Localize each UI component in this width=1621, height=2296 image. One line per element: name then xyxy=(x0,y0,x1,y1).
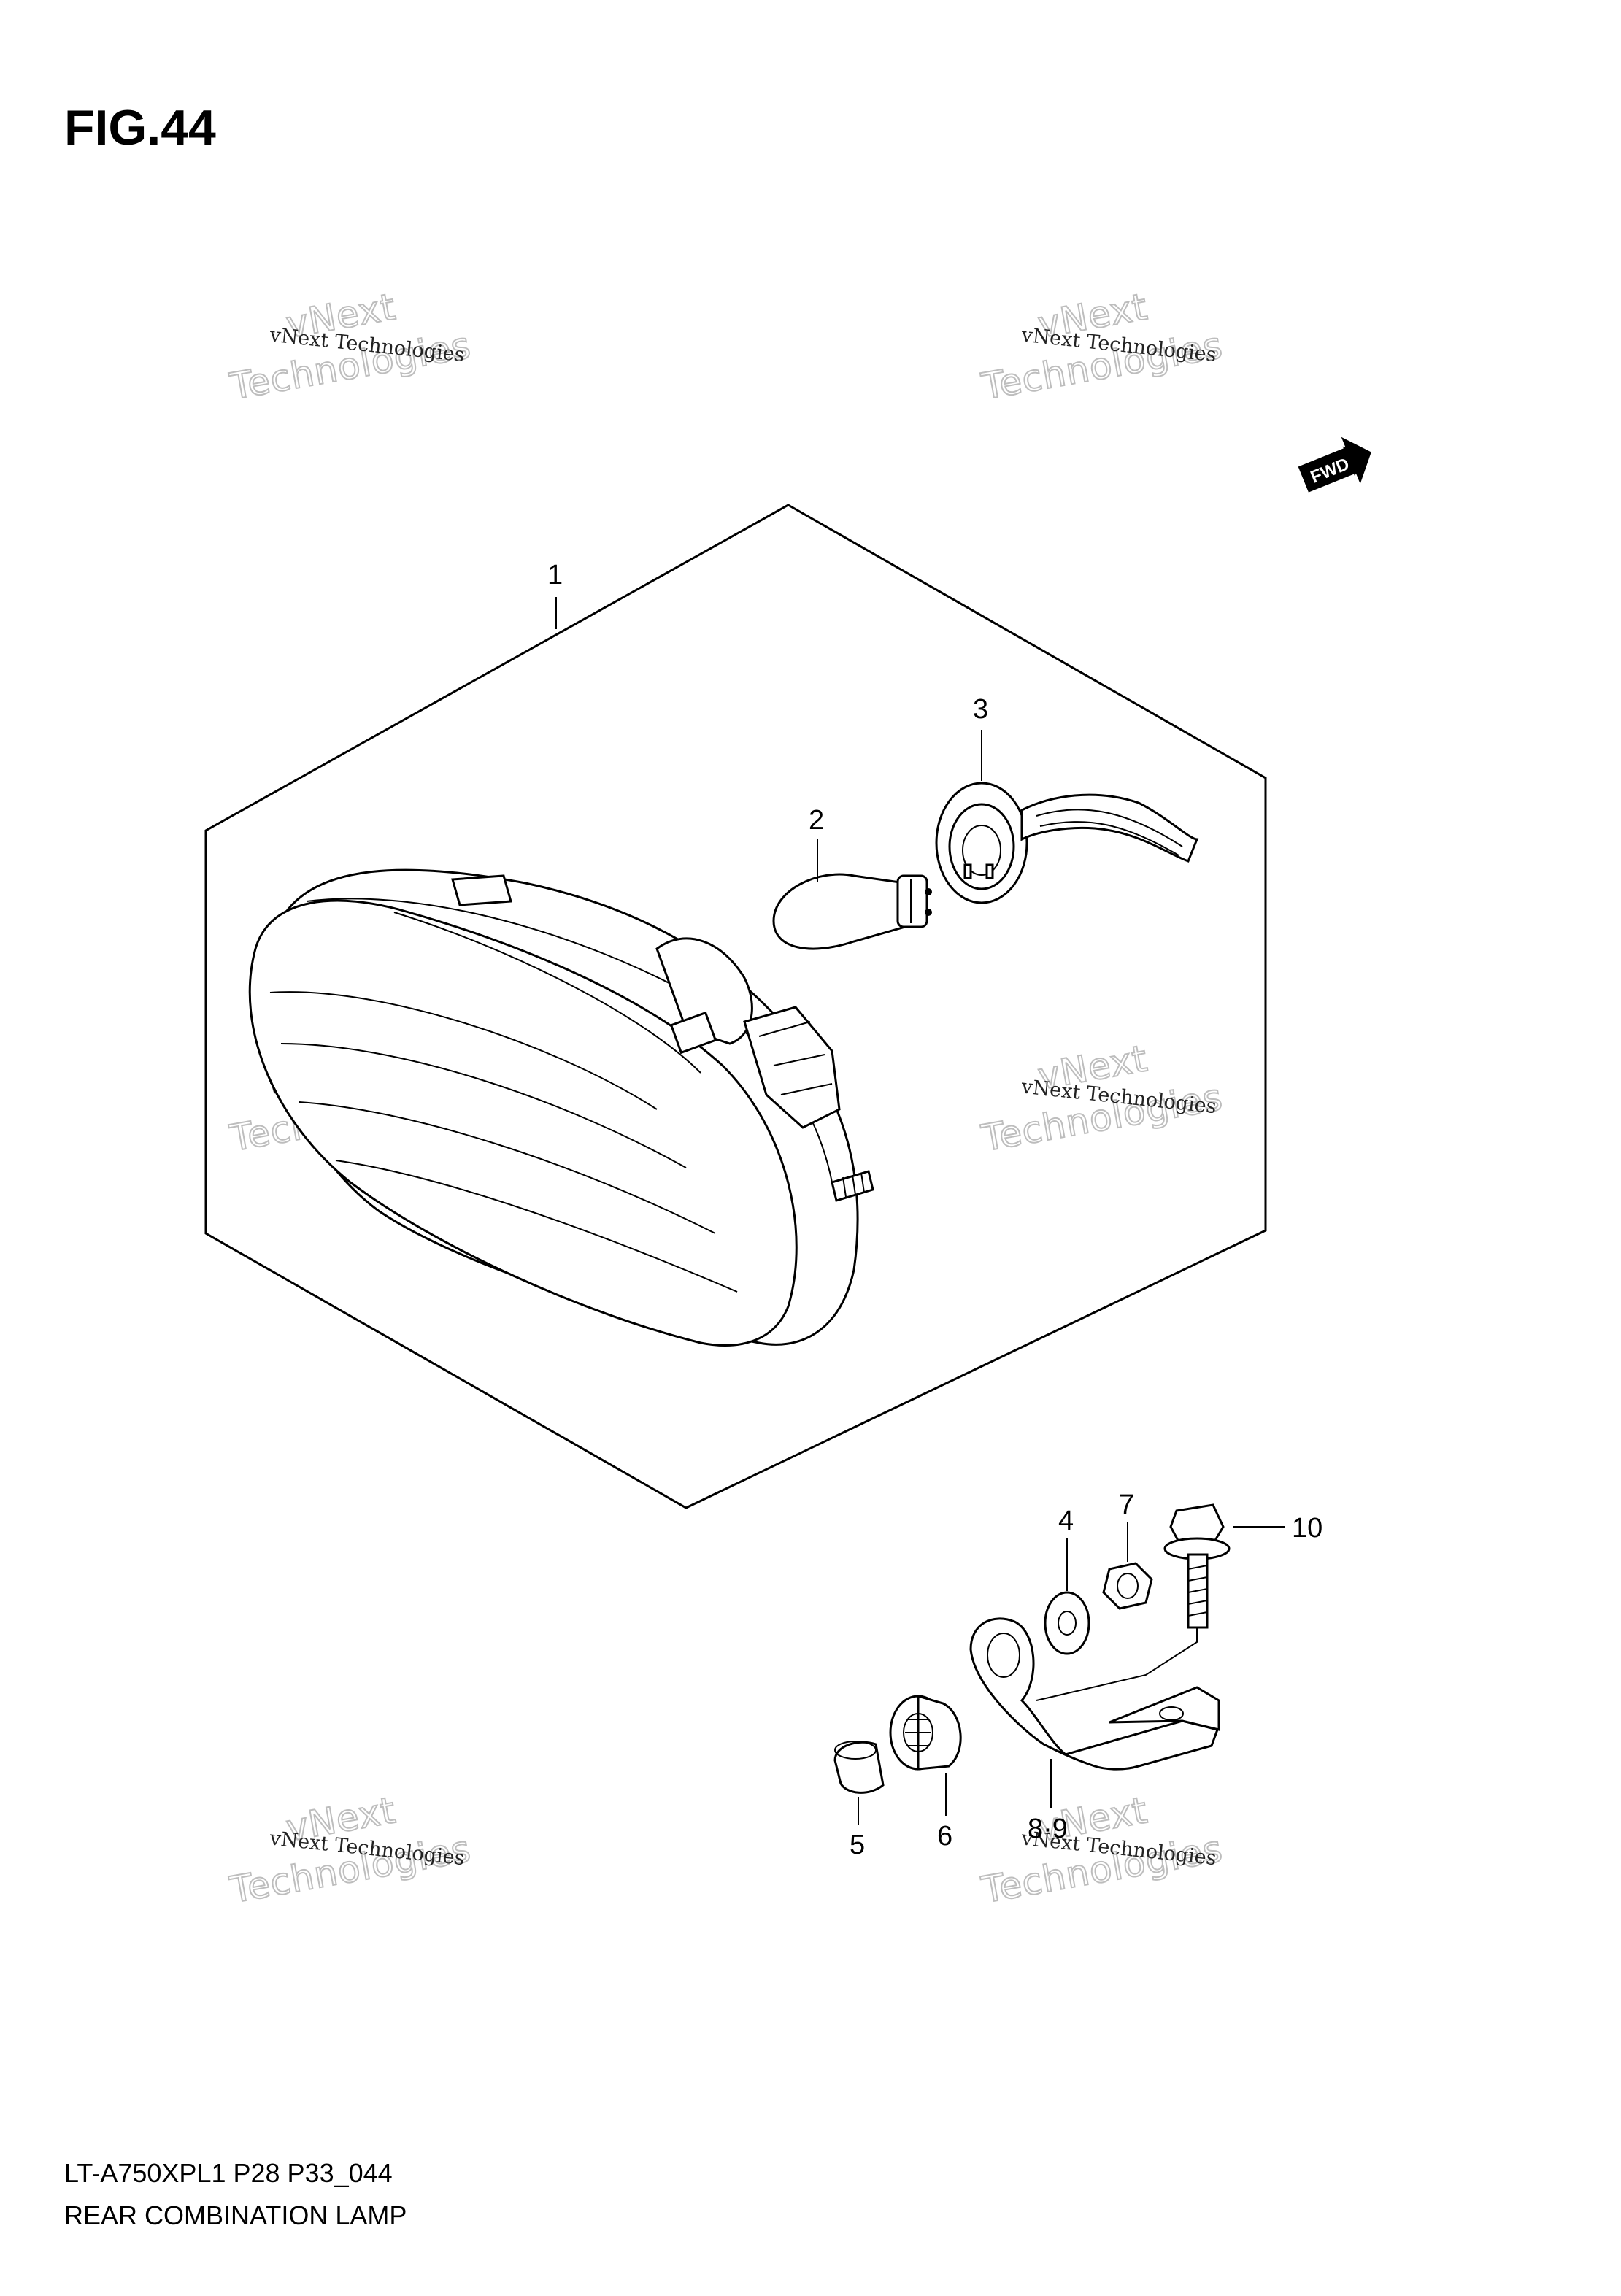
lamp-housing xyxy=(248,868,874,1347)
diagram-title: REAR COMBINATION LAMP xyxy=(64,2200,407,2230)
mounting-bracket xyxy=(969,1617,1220,1771)
flange-bolt xyxy=(1163,1503,1231,1629)
callout-5: 5 xyxy=(850,1830,865,1860)
diagram-code: LT-A750XPL1 P28 P33_044 xyxy=(64,2158,393,2188)
flange-nut xyxy=(1102,1562,1153,1610)
callout-1: 1 xyxy=(547,560,563,590)
callout-4: 4 xyxy=(1058,1506,1074,1536)
callout-8-9: 8·9 xyxy=(1028,1814,1068,1844)
bulb-socket xyxy=(935,782,1199,904)
fwd-arrow-icon: FWD xyxy=(1298,436,1371,493)
grommet xyxy=(889,1694,962,1771)
callout-3: 3 xyxy=(973,694,988,725)
bulb xyxy=(772,873,932,950)
callout-7: 7 xyxy=(1119,1490,1134,1520)
washer xyxy=(1044,1591,1090,1655)
callout-10: 10 xyxy=(1292,1513,1322,1544)
assembly-outline xyxy=(204,504,1267,1509)
collar-sleeve xyxy=(833,1741,885,1794)
callout-6: 6 xyxy=(937,1821,952,1852)
figure-label: FIG.44 xyxy=(64,100,216,155)
callout-2: 2 xyxy=(809,805,824,836)
